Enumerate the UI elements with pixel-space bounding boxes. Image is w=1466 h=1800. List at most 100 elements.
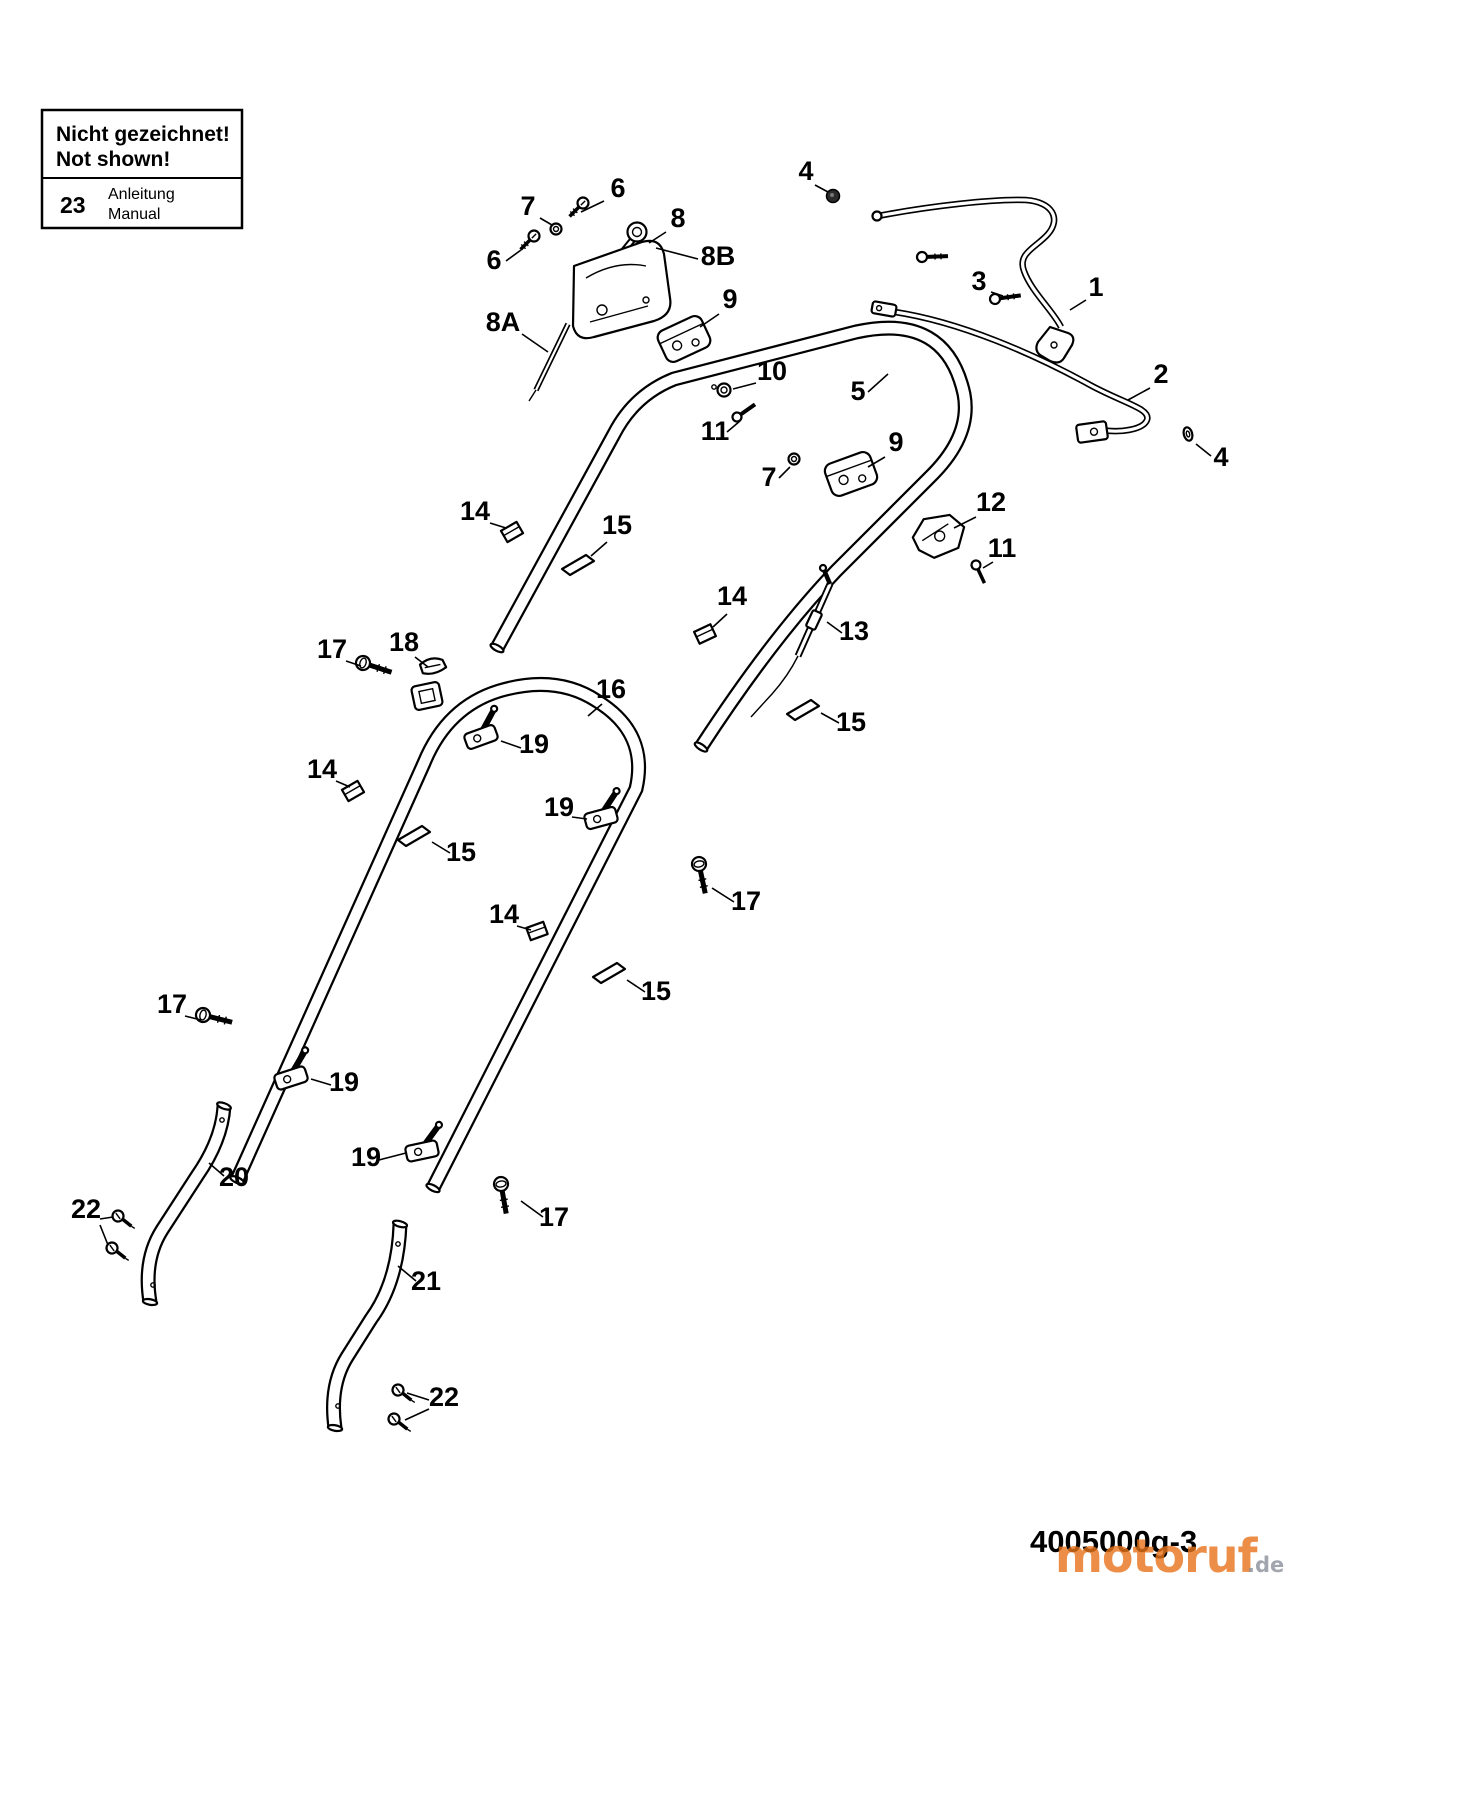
legend-item-name-de: Anleitung: [108, 186, 175, 203]
part-label-14: 14: [489, 899, 519, 929]
legend-box: Nicht gezeichnet! Not shown! 23 Anleitun…: [40, 108, 244, 230]
leader-line: [539, 217, 553, 226]
legend-item-number: 23: [60, 192, 86, 218]
part-3-screw: [915, 250, 949, 264]
leader-line: [712, 613, 728, 628]
leader-line: [310, 1078, 332, 1086]
leader-line: [335, 780, 351, 788]
part-6-screw: [519, 229, 541, 251]
leader-line: [990, 291, 1004, 297]
part-label-4: 4: [1213, 442, 1228, 472]
watermark-tld: .de: [1247, 1553, 1284, 1577]
part-label-8A: 8A: [486, 307, 521, 337]
part-12-bracket: [911, 513, 966, 559]
part-label-17: 17: [539, 1202, 569, 1232]
part-17-bolt: [354, 654, 393, 675]
leader-line: [99, 1216, 114, 1220]
leader-line: [521, 333, 549, 353]
drawing-number: 4005000g-3: [1030, 1524, 1197, 1559]
part-label-18: 18: [389, 627, 419, 657]
leader-line: [711, 887, 735, 903]
part-label-6: 6: [610, 173, 625, 203]
part-11-screw: [970, 559, 987, 584]
part-label-16: 16: [596, 674, 626, 704]
part-label-5: 5: [850, 376, 865, 406]
part-19-clamp-lever: [463, 704, 499, 750]
leader-line: [814, 184, 829, 193]
leader-line: [590, 541, 608, 557]
part-20-handle-bracket-left: [140, 1101, 232, 1307]
part-14-clip: [692, 623, 718, 645]
part-15-wedge: [591, 961, 627, 985]
leader-line: [732, 382, 757, 390]
part-label-15: 15: [446, 837, 476, 867]
part-label-11: 11: [701, 416, 730, 446]
leader-line: [867, 373, 889, 393]
leader-line: [1127, 387, 1151, 401]
part-label-1: 1: [1088, 272, 1103, 302]
part-15-wedge: [560, 553, 596, 577]
part-label-12: 12: [976, 487, 1006, 517]
part-16-lower-handle: [229, 676, 647, 1194]
part-label-19: 19: [519, 729, 549, 759]
part-7-nut: [549, 222, 563, 236]
part-label-10: 10: [757, 356, 787, 386]
part-label-11: 11: [988, 533, 1017, 563]
part-22-screw: [105, 1241, 130, 1262]
leader-line: [953, 516, 977, 529]
part-label-17: 17: [157, 989, 187, 1019]
leader-line: [404, 1408, 430, 1421]
leader-line: [184, 1015, 202, 1021]
part-label-8: 8: [670, 203, 685, 233]
part-label-2: 2: [1153, 359, 1168, 389]
leader-line: [982, 561, 994, 569]
part-4-washer: [1182, 426, 1194, 442]
part-8-throttle-control: [528, 221, 672, 402]
part-9-clamp-upper: [656, 314, 712, 364]
part-17-bolt: [194, 1006, 233, 1025]
leader-line: [489, 522, 507, 529]
leader-line: [1069, 299, 1087, 311]
leader-line: [208, 1162, 225, 1177]
leader-line: [648, 231, 667, 244]
part-18-bracket: [410, 657, 448, 712]
part-label-22: 22: [71, 1194, 101, 1224]
part-17-bolt: [690, 855, 708, 894]
leader-line: [414, 656, 429, 668]
part-7-nut: [787, 452, 801, 466]
part-label-14: 14: [307, 754, 337, 784]
part-21-handle-bracket-right: [326, 1219, 409, 1433]
part-label-17: 17: [317, 634, 347, 664]
leader-line: [406, 1392, 430, 1401]
part-label-4: 4: [798, 156, 813, 186]
part-label-14: 14: [717, 581, 747, 611]
leader-line: [1195, 443, 1212, 457]
leader-line: [378, 1152, 407, 1161]
leader-line: [826, 621, 843, 634]
part-8a-cable-end: [528, 389, 537, 402]
part-19-clamp-lever: [273, 1046, 310, 1091]
part-14-clip: [499, 520, 525, 544]
part-label-20: 20: [219, 1162, 249, 1192]
leader-line: [431, 841, 451, 854]
part-6-screw: [568, 196, 590, 218]
footer: 4005000g-3 motoruf .de: [1030, 1524, 1284, 1583]
part-15-wedge: [785, 698, 821, 722]
part-19-clamp-lever: [583, 786, 621, 831]
part-label-19: 19: [351, 1142, 381, 1172]
leader-line: [778, 466, 791, 479]
leader-line: [587, 703, 603, 717]
part-8b-lever-knob: [626, 221, 648, 243]
leader-line: [571, 816, 588, 820]
part-label-15: 15: [836, 707, 866, 737]
part-label-14: 14: [460, 496, 490, 526]
leader-line: [500, 740, 522, 749]
leader-line: [520, 1200, 544, 1218]
part-17-bolt: [492, 1175, 510, 1214]
leader-line: [867, 456, 886, 468]
legend-item-name-en: Manual: [108, 206, 160, 223]
leader-line: [820, 712, 840, 724]
